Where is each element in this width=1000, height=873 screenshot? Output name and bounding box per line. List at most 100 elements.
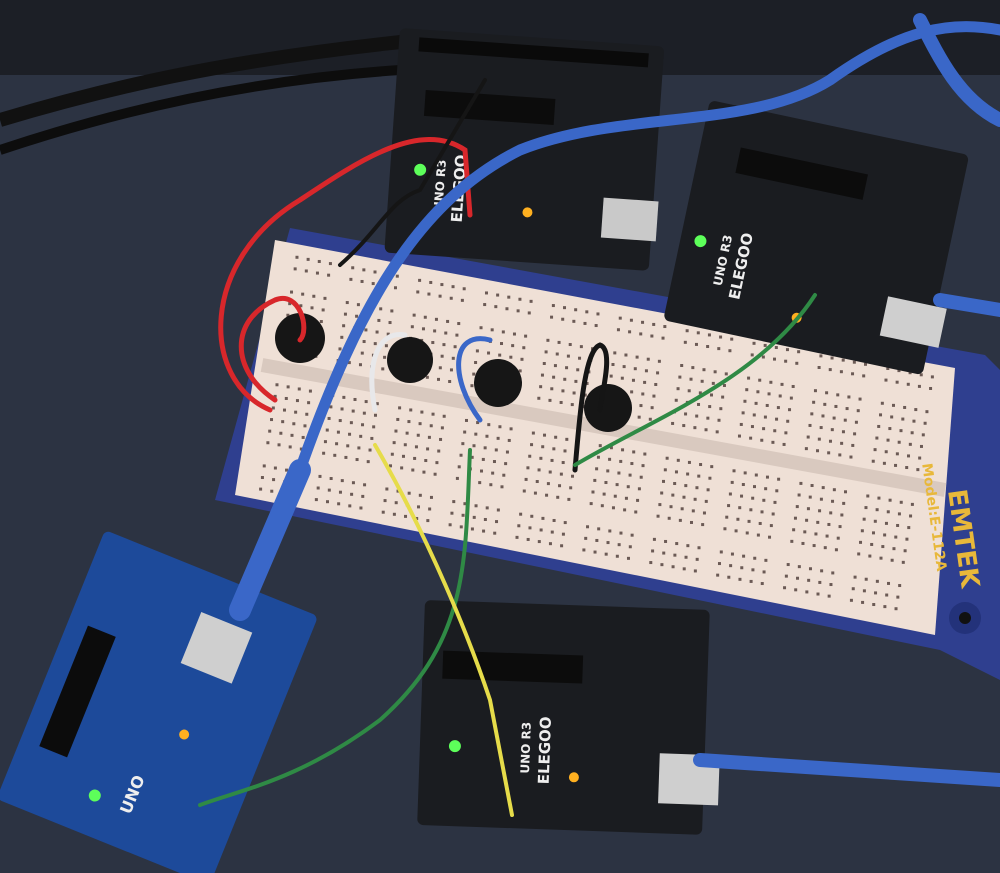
breadboard-hole [843, 418, 847, 422]
breadboard-hole [461, 513, 465, 517]
breadboard-hole [650, 406, 654, 410]
breadboard-hole [405, 431, 409, 435]
breadboard-hole [299, 304, 303, 308]
breadboard-hole [890, 415, 894, 419]
breadboard-hole [892, 547, 896, 551]
breadboard-hole [669, 505, 673, 509]
breadboard-hole [918, 456, 922, 460]
breadboard-hole [675, 542, 679, 546]
buzzer [474, 359, 522, 407]
breadboard-hole [689, 377, 693, 381]
breadboard-hole [884, 450, 888, 454]
breadboard-hole [885, 593, 889, 597]
breadboard-hole [903, 405, 907, 409]
breadboard-hole [784, 431, 788, 435]
breadboard-hole [816, 449, 820, 453]
breadboard-hole [704, 428, 708, 432]
breadboard-hole [847, 395, 851, 399]
breadboard-hole [791, 384, 795, 388]
breadboard-hole [868, 554, 872, 558]
breadboard-hole [388, 321, 392, 325]
breadboard-hole [895, 452, 899, 456]
breadboard-hole [604, 481, 608, 485]
breadboard-hole [571, 474, 575, 478]
breadboard-hole [383, 499, 387, 503]
breadboard-hole [345, 301, 349, 305]
breadboard-hole [701, 523, 705, 527]
breadboard-hole [583, 321, 587, 325]
breadboard-hole [652, 537, 656, 541]
breadboard-holes [259, 255, 934, 611]
breadboard-hole [502, 473, 506, 477]
breadboard-hole [543, 433, 547, 437]
breadboard-hole [495, 520, 499, 524]
breadboard-hole [505, 307, 509, 311]
breadboard-hole [299, 447, 303, 451]
breadboard-hole [574, 379, 578, 383]
breadboard-hole [895, 380, 899, 384]
breadboard-hole [574, 308, 578, 312]
breadboard-hole [323, 296, 327, 300]
breadboard-hole [882, 461, 886, 465]
breadboard-hole [793, 516, 797, 520]
breadboard-hole [340, 407, 344, 411]
breadboard-hole [719, 335, 723, 339]
breadboard-hole [760, 438, 764, 442]
breadboard-hole [570, 403, 574, 407]
breadboard-hole [901, 560, 905, 564]
breadboard-hole [336, 430, 340, 434]
breadboard-hole [312, 294, 316, 298]
breadboard-hole [270, 489, 274, 493]
breadboard-hole [897, 512, 901, 516]
breadboard-hole [349, 421, 353, 425]
breadboard-hole [919, 444, 923, 448]
breadboard-hole [624, 353, 628, 357]
breadboard-hole [756, 533, 760, 537]
breadboard-hole [548, 470, 552, 474]
breadboard-hole [323, 440, 327, 444]
breadboard-hole [325, 500, 329, 504]
breadboard-hole [410, 325, 414, 329]
breadboard-hole [411, 468, 415, 472]
breadboard-hole [929, 386, 933, 390]
breadboard-hole [901, 417, 905, 421]
breadboard-hole [886, 438, 890, 442]
breadboard-hole [899, 500, 903, 504]
breadboard-hole [713, 370, 717, 374]
breadboard-hole [319, 320, 323, 324]
breadboard-hole [563, 306, 567, 310]
breadboard-hole [827, 451, 831, 455]
breadboard-hole [418, 422, 422, 426]
breadboard-hole [348, 504, 352, 508]
breadboard-hole [814, 532, 818, 536]
breadboard-hole [769, 380, 773, 384]
breadboard-hole [273, 466, 277, 470]
breadboard-hole [398, 406, 402, 410]
breadboard-hole [825, 391, 829, 395]
breadboard-hole [706, 416, 710, 420]
breadboard-hole [643, 452, 647, 456]
breadboard-hole [756, 390, 760, 394]
breadboard-hole [674, 398, 678, 402]
breadboard-hole [272, 478, 276, 482]
breadboard-hole [297, 387, 301, 391]
breadboard-hole [327, 416, 331, 420]
breadboard-hole [758, 378, 762, 382]
background-cable [0, 33, 421, 127]
breadboard-hole [648, 417, 652, 421]
breadboard-hole [784, 359, 788, 363]
breadboard-hole [328, 262, 332, 266]
breadboard-hole [738, 577, 742, 581]
breadboard-hole [898, 584, 902, 588]
breadboard-hole [697, 402, 701, 406]
breadboard-hole [695, 486, 699, 490]
breadboard-hole [461, 442, 465, 446]
breadboard-hole [749, 508, 753, 512]
breadboard-hole [485, 506, 489, 510]
breadboard-hole [763, 343, 767, 347]
breadboard-hole [817, 437, 821, 441]
breadboard-hole [623, 508, 627, 512]
breadboard-hole [831, 571, 835, 575]
breadboard-hole [716, 573, 720, 577]
breadboard-hole [579, 345, 583, 349]
